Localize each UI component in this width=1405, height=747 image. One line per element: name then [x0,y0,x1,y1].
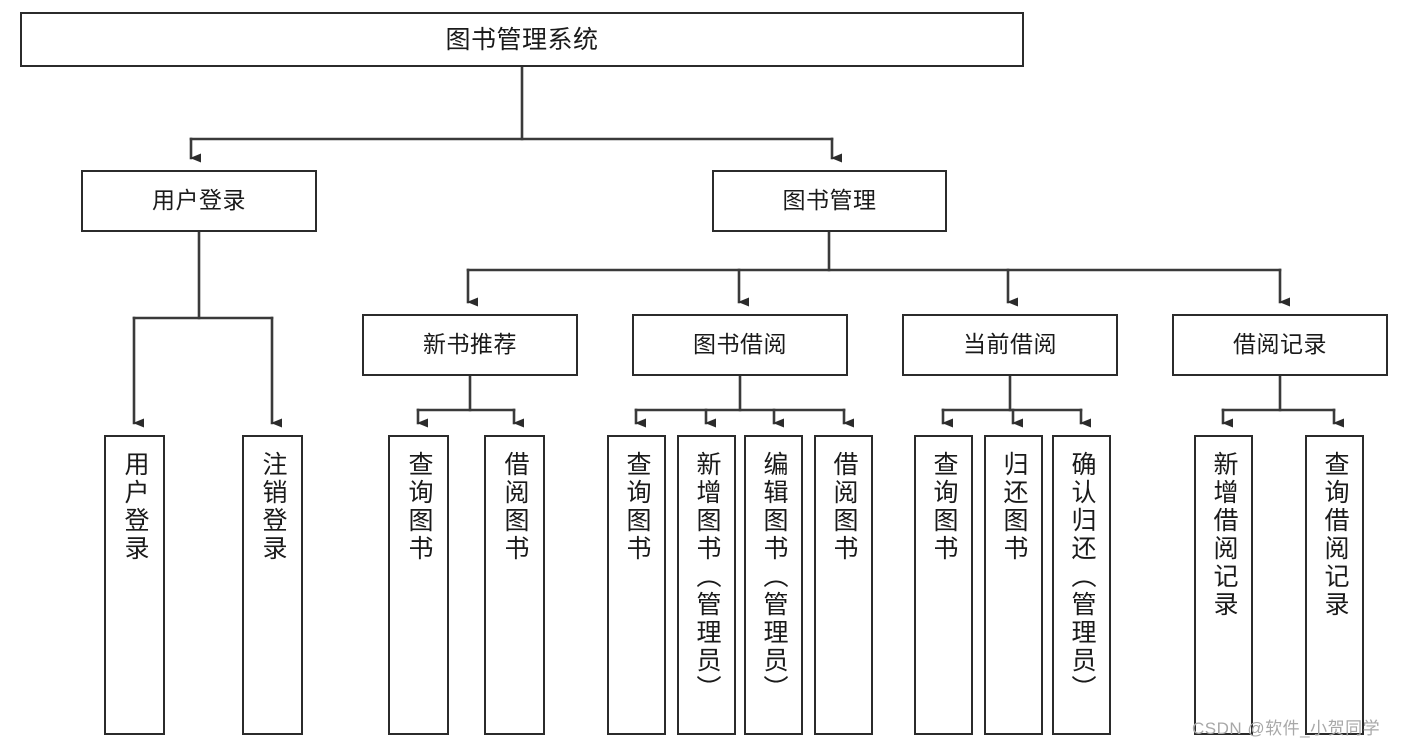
leaf-query-book-recommend-label: 查询图书 [405,451,433,563]
leaf-borrow-book[interactable]: 借阅图书 [814,435,873,735]
leaf-confirm-return-admin[interactable]: 确认归还（管理员） [1052,435,1111,735]
leaf-query-book-recommend[interactable]: 查询图书 [388,435,449,735]
leaf-borrow-book-recommend-label: 借阅图书 [501,451,529,563]
leaf-edit-book-admin-label: 编辑图书（管理员） [760,451,788,703]
watermark: CSDN @软件_小贺同学 [1192,719,1381,738]
leaf-logout[interactable]: 注销登录 [242,435,303,735]
node-book-borrow-label: 图书借阅 [693,331,787,358]
leaf-edit-book-admin[interactable]: 编辑图书（管理员） [744,435,803,735]
node-new-book-recommend[interactable]: 新书推荐 [362,314,578,376]
node-user-login[interactable]: 用户登录 [81,170,317,232]
leaf-user-login-label: 用户登录 [121,451,149,563]
node-borrow-record[interactable]: 借阅记录 [1172,314,1388,376]
leaf-add-book-admin[interactable]: 新增图书（管理员） [677,435,736,735]
leaf-query-book-current-label: 查询图书 [930,451,958,563]
node-new-book-recommend-label: 新书推荐 [423,331,517,358]
node-book-borrow[interactable]: 图书借阅 [632,314,848,376]
node-root-label: 图书管理系统 [445,25,599,54]
leaf-borrow-book-label: 借阅图书 [830,451,858,563]
node-root[interactable]: 图书管理系统 [20,12,1024,67]
leaf-query-book-current[interactable]: 查询图书 [914,435,973,735]
leaf-query-borrow-record[interactable]: 查询借阅记录 [1305,435,1364,735]
leaf-return-book[interactable]: 归还图书 [984,435,1043,735]
node-book-management[interactable]: 图书管理 [712,170,947,232]
leaf-user-login[interactable]: 用户登录 [104,435,165,735]
leaf-add-book-admin-label: 新增图书（管理员） [693,451,721,703]
leaf-query-book-borrow-label: 查询图书 [623,451,651,563]
leaf-return-book-label: 归还图书 [1000,451,1028,563]
leaf-add-borrow-record[interactable]: 新增借阅记录 [1194,435,1253,735]
leaf-confirm-return-admin-label: 确认归还（管理员） [1068,451,1096,703]
node-current-borrow-label: 当前借阅 [963,331,1057,358]
leaf-borrow-book-recommend[interactable]: 借阅图书 [484,435,545,735]
leaf-add-borrow-record-label: 新增借阅记录 [1210,451,1238,619]
node-borrow-record-label: 借阅记录 [1233,331,1327,358]
leaf-query-borrow-record-label: 查询借阅记录 [1321,451,1349,619]
leaf-logout-label: 注销登录 [259,451,287,563]
leaf-query-book-borrow[interactable]: 查询图书 [607,435,666,735]
node-user-login-label: 用户登录 [152,187,246,214]
node-current-borrow[interactable]: 当前借阅 [902,314,1118,376]
node-book-management-label: 图书管理 [782,187,877,214]
